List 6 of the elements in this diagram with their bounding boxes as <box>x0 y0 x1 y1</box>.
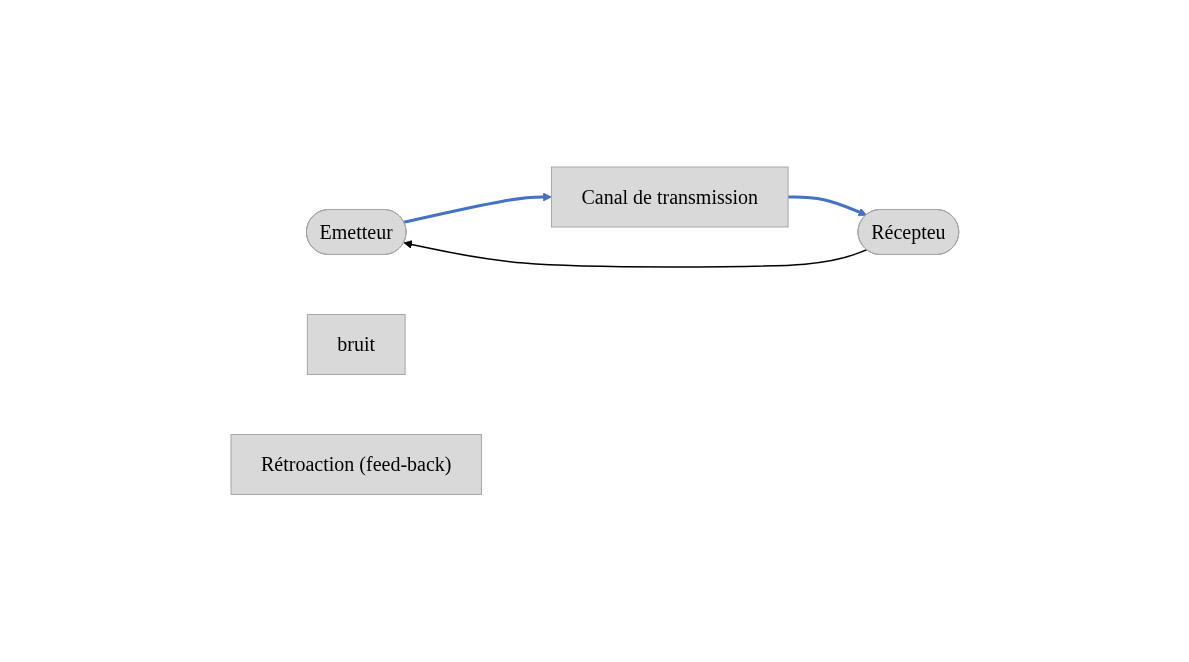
node-box: bruit <box>306 314 406 376</box>
node-box: Rétroaction (feed-back) <box>230 434 482 496</box>
node-box: Canal de transmission <box>550 166 789 228</box>
arrow <box>787 195 867 217</box>
arrow <box>403 192 552 224</box>
arrow <box>403 240 868 268</box>
